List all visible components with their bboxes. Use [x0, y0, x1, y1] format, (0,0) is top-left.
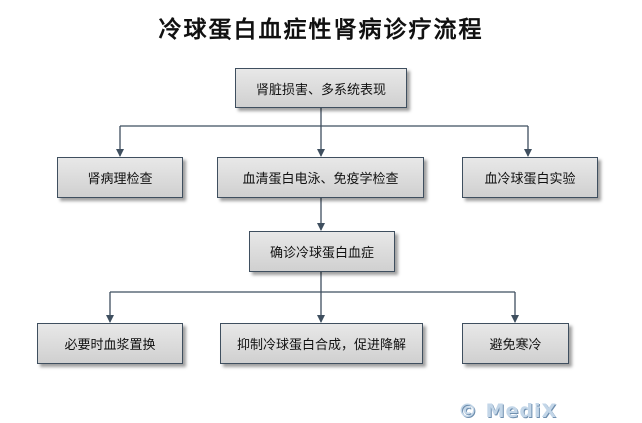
page-title: 冷球蛋白血症性肾病诊疗流程 [158, 16, 484, 43]
node-plasma-exchange: 必要时血浆置换 [37, 323, 183, 364]
node-cryo-test-label: 血冷球蛋白实验 [484, 172, 576, 187]
node-cryo-test: 血冷球蛋白实验 [462, 157, 598, 198]
node-diagnosis: 确诊冷球蛋白血症 [249, 231, 395, 272]
watermark: © MediX [458, 400, 558, 422]
node-root-label: 肾脏损害、多系统表现 [255, 82, 386, 98]
node-avoid-cold: 避免寒冷 [462, 323, 569, 364]
node-pathology-label: 肾病理检查 [87, 172, 153, 187]
node-root: 肾脏损害、多系统表现 [235, 68, 407, 108]
node-inhibit: 抑制冷球蛋白合成，促进降解 [220, 323, 423, 364]
node-inhibit-label: 抑制冷球蛋白合成，促进降解 [236, 338, 406, 353]
node-electrophoresis-label: 血清蛋白电泳、免疫学检查 [242, 172, 399, 187]
node-diagnosis-label: 确诊冷球蛋白血症 [269, 246, 374, 261]
node-plasma-exchange-label: 必要时血浆置换 [64, 338, 156, 353]
node-avoid-cold-label: 避免寒冷 [489, 338, 542, 353]
node-electrophoresis: 血清蛋白电泳、免疫学检查 [217, 157, 424, 198]
node-pathology: 肾病理检查 [57, 157, 183, 198]
